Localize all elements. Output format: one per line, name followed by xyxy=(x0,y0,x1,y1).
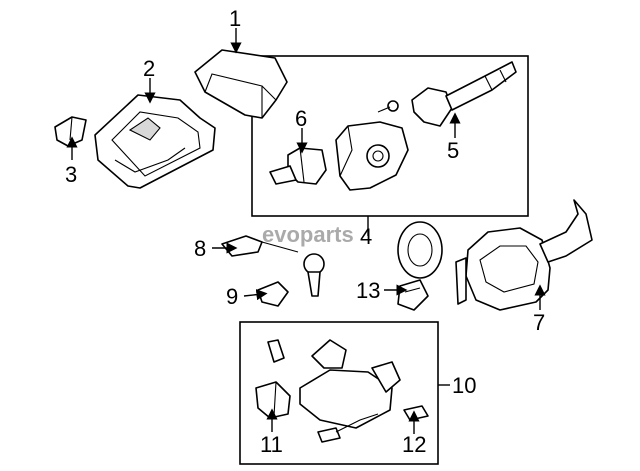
key-tag xyxy=(257,281,289,307)
callout-4: 4 xyxy=(360,224,372,249)
callout-3: 3 xyxy=(65,162,77,187)
callout-9: 9 xyxy=(226,284,238,309)
callout-5: 5 xyxy=(447,138,459,163)
callout-1: 1 xyxy=(229,6,241,31)
lock-cylinder-housing xyxy=(267,339,401,443)
wiper-switch xyxy=(411,61,517,127)
column-shroud-with-lever xyxy=(455,199,593,311)
key-reminder-switch xyxy=(403,405,429,421)
lower-column-cover xyxy=(94,94,216,189)
leader-9 xyxy=(243,289,268,301)
headlamp-switch xyxy=(269,147,327,185)
callout-2: 2 xyxy=(143,56,155,81)
callout-6: 6 xyxy=(295,106,307,131)
lock-cylinder-group-box xyxy=(239,321,439,465)
watermark-text: evoparts xyxy=(262,222,354,247)
callout-11: 11 xyxy=(260,432,283,457)
lock-cylinder xyxy=(255,381,291,419)
callout-8: 8 xyxy=(194,236,206,261)
cover-filler-piece xyxy=(54,116,87,147)
clock-spring xyxy=(397,221,443,311)
callout-12: 12 xyxy=(402,432,426,457)
callout-7: 7 xyxy=(533,310,545,335)
upper-column-cover xyxy=(194,49,288,119)
switch-assembly-group-box xyxy=(251,55,529,217)
mounting-screw xyxy=(377,100,399,113)
combination-switch-body xyxy=(335,121,409,191)
callout-10: 10 xyxy=(452,373,476,398)
callout-13: 13 xyxy=(356,278,380,303)
